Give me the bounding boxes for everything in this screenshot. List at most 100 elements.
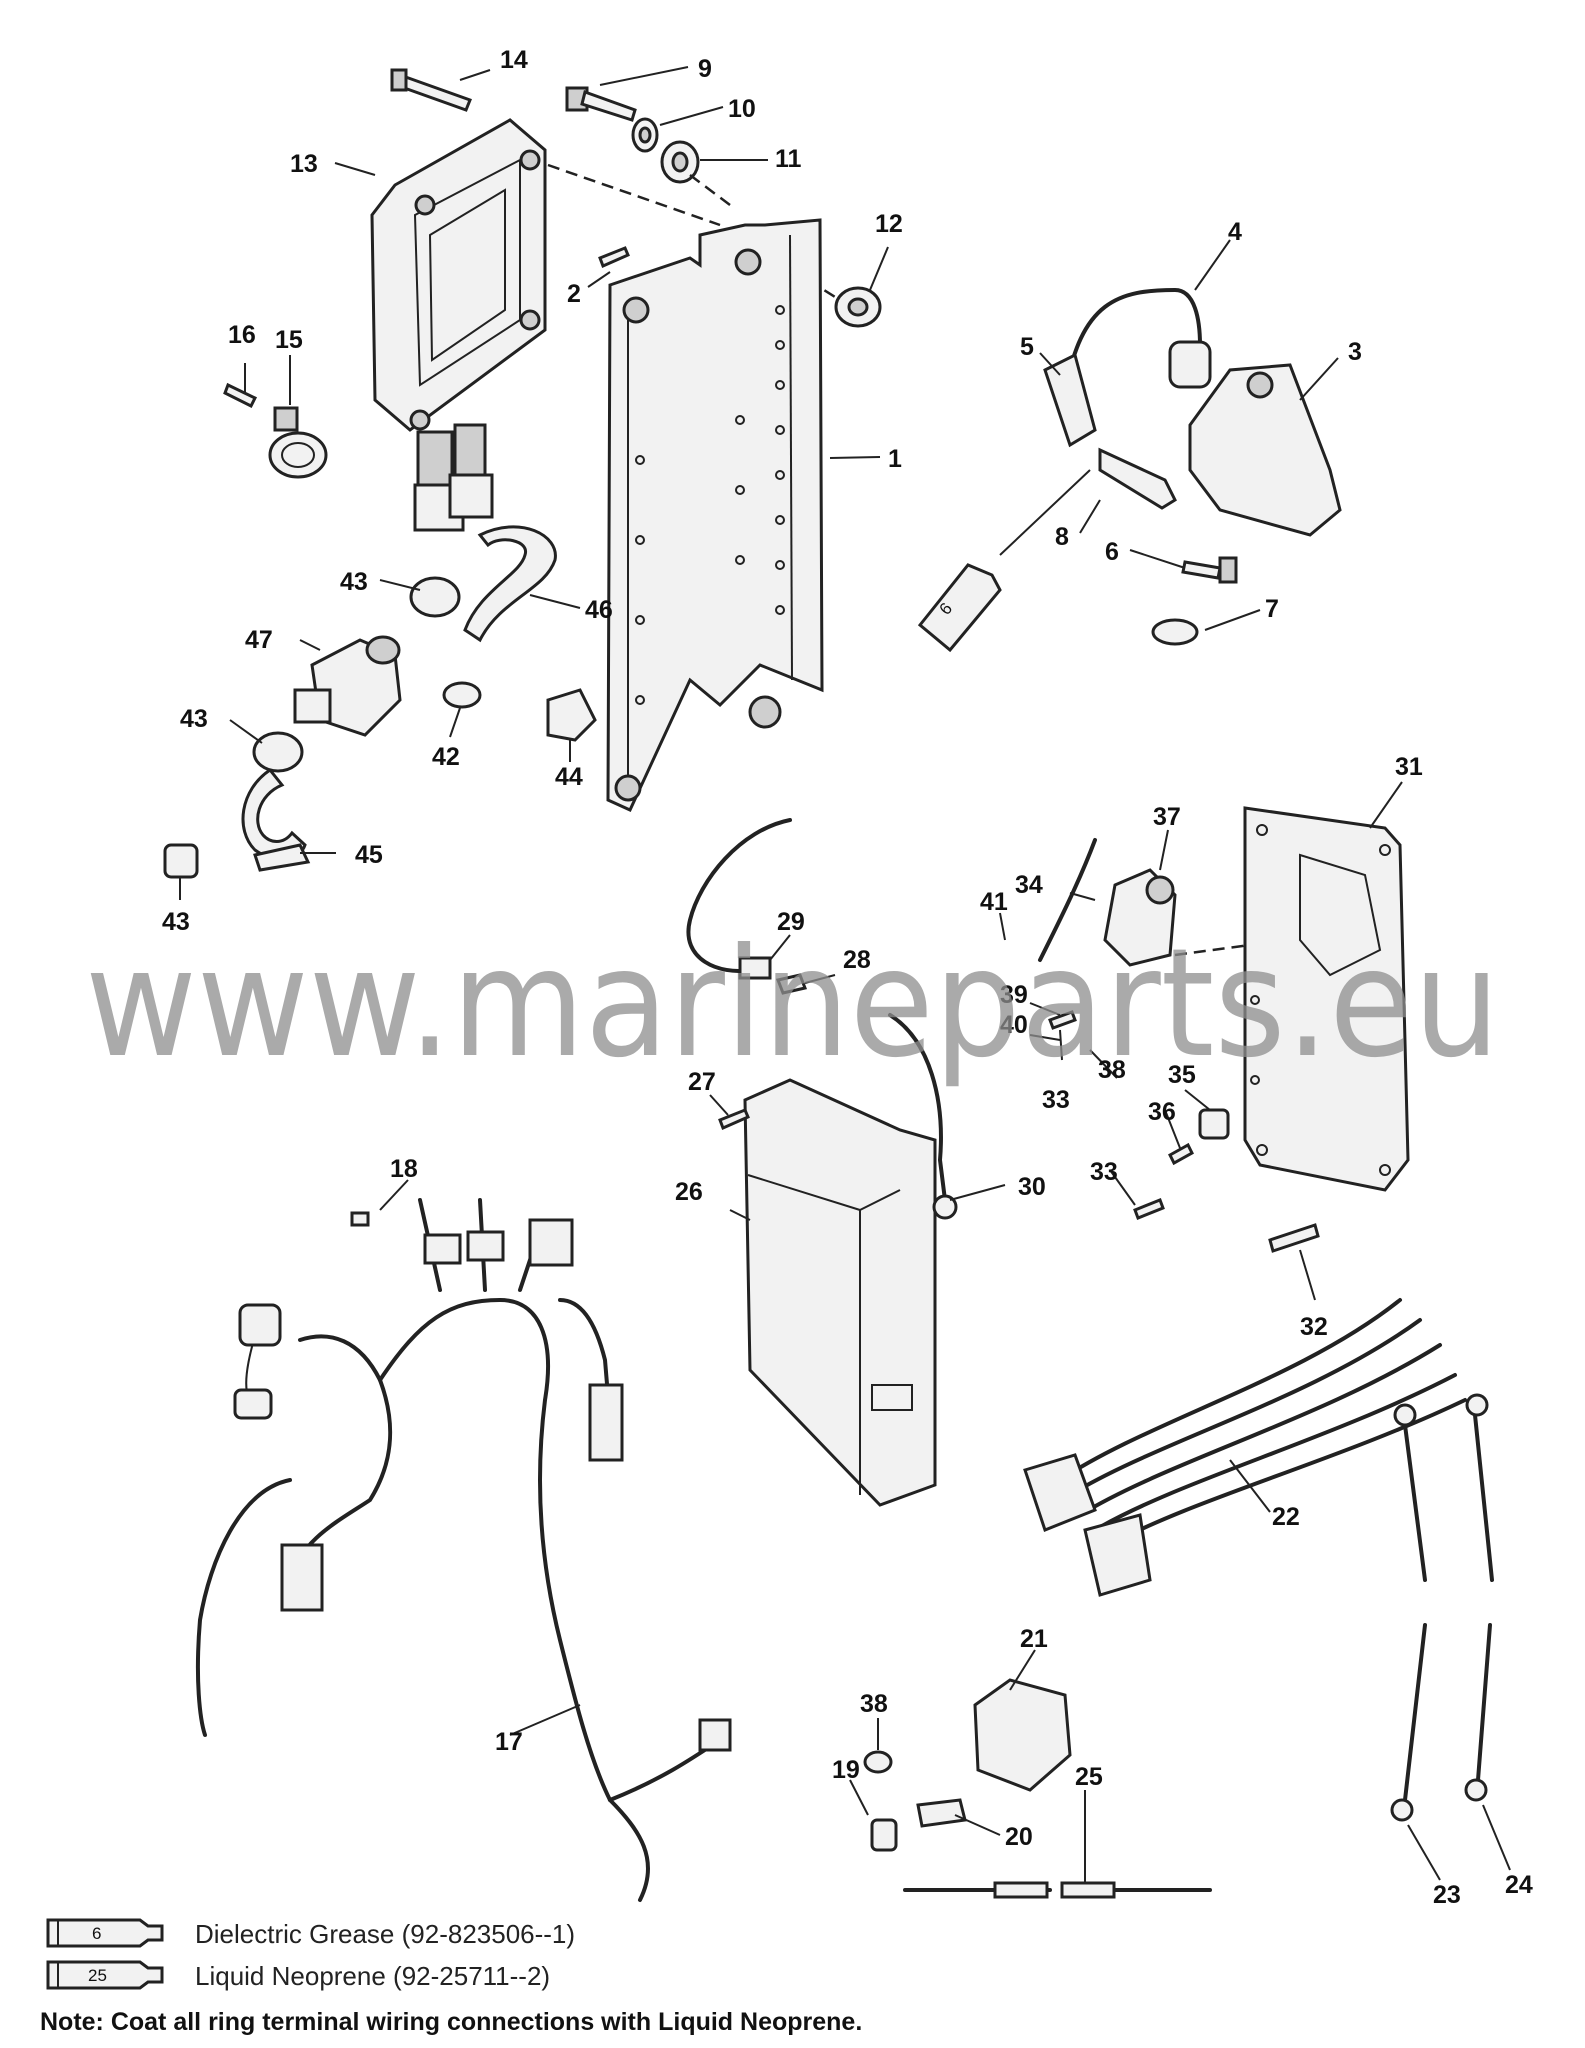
bracket-44 (546, 688, 597, 742)
callout-18: 18 (390, 1155, 418, 1183)
callout-10: 10 (728, 95, 756, 123)
callout-21: 21 (1020, 1625, 1048, 1653)
callout-16: 16 (228, 321, 256, 349)
callout-44: 44 (555, 763, 583, 791)
callout-39: 39 (1000, 981, 1028, 1009)
grommet-12 (834, 286, 882, 328)
callout-38-upper: 38 (1098, 1056, 1126, 1084)
callout-31: 31 (1395, 753, 1423, 781)
note: Note: Coat all ring terminal wiring conn… (40, 2008, 862, 2036)
lead-25 (903, 1881, 1212, 1899)
callout-3: 3 (1348, 338, 1362, 366)
watermark: www.marineparts.eu (85, 917, 1500, 1091)
callout-43-middle: 43 (180, 705, 208, 733)
callout-17: 17 (495, 1728, 523, 1756)
grease-tube-6: 6 (917, 563, 1002, 653)
wiring-harness-17 (195, 1198, 732, 1902)
battery-cable-23 (1390, 1403, 1427, 1822)
screw-36 (1168, 1142, 1194, 1166)
callout-1: 1 (888, 445, 902, 473)
callout-24: 24 (1505, 1871, 1533, 1899)
clip-7 (1151, 618, 1199, 646)
screw-33-lower (1133, 1198, 1165, 1220)
callout-7: 7 (1265, 595, 1279, 623)
callout-12: 12 (875, 210, 903, 238)
callout-6: 6 (1105, 538, 1119, 566)
svg-text:6: 6 (92, 1924, 101, 1943)
callout-29: 29 (777, 908, 805, 936)
callout-22: 22 (1272, 1503, 1300, 1531)
clamp-15 (268, 406, 328, 479)
nut-19 (870, 1818, 898, 1852)
callout-33-upper: 33 (1042, 1086, 1070, 1114)
callout-labels: 14 9 10 11 13 12 2 4 3 5 1 8 6 7 16 15 4… (162, 46, 1533, 1909)
bushing-11 (660, 140, 700, 184)
relay-21 (973, 1678, 1072, 1792)
electrical-box-26 (743, 1078, 937, 1507)
screw-27 (718, 1108, 750, 1131)
callout-28: 28 (843, 946, 871, 974)
battery-cable-24 (1464, 1393, 1494, 1802)
clip-28 (775, 973, 808, 995)
callout-8: 8 (1055, 523, 1069, 551)
hose-46 (463, 525, 557, 643)
callout-38-lower: 38 (860, 1690, 888, 1718)
callout-32: 32 (1300, 1313, 1328, 1341)
callout-37: 37 (1153, 803, 1181, 831)
callout-23: 23 (1433, 1881, 1461, 1909)
svg-text:25: 25 (88, 1966, 107, 1985)
legend-grease-text: Dielectric Grease (92-823506--1) (195, 1919, 575, 1949)
legend-neoprene-text: Liquid Neoprene (92-25711--2) (195, 1961, 550, 1991)
screw-16 (223, 382, 258, 409)
callout-11: 11 (775, 145, 802, 173)
lead-34 (1038, 838, 1097, 962)
connector-18 (350, 1211, 370, 1227)
callout-42: 42 (432, 743, 460, 771)
callout-43-lower: 43 (162, 908, 190, 936)
hose-clamp-43-upper (409, 576, 461, 618)
hose-clamp-43-lower (163, 843, 199, 879)
callout-30: 30 (1018, 1173, 1046, 1201)
callout-19: 19 (832, 1756, 860, 1784)
callout-4: 4 (1228, 218, 1242, 246)
thermostat-housing-47 (293, 635, 402, 737)
screw-14 (390, 68, 472, 112)
screw-6 (1181, 556, 1238, 584)
hose-clamp-42 (442, 681, 482, 709)
callout-2: 2 (567, 280, 581, 308)
callout-9: 9 (698, 55, 712, 83)
bolt-9 (565, 86, 637, 122)
callout-43-upper: 43 (340, 568, 368, 596)
callout-33-lower: 33 (1090, 1158, 1118, 1186)
ignition-module-13 (370, 118, 547, 532)
callout-15: 15 (275, 326, 303, 354)
solenoid-37 (1103, 868, 1177, 967)
lead-30 (888, 1013, 958, 1220)
screw-2 (598, 246, 630, 269)
callout-47: 47 (245, 626, 273, 654)
callout-13: 13 (290, 150, 318, 178)
legend-neoprene-tube-icon: 25 (46, 1960, 164, 1990)
callout-27: 27 (688, 1068, 716, 1096)
mounting-plate-31 (1243, 806, 1410, 1192)
boot-5 (1043, 352, 1097, 448)
lead-29 (686, 818, 792, 980)
fuse-holder-35 (1198, 1108, 1230, 1140)
callout-46: 46 (585, 596, 613, 624)
washer-10 (631, 117, 659, 153)
ignition-coil-3 (1188, 363, 1342, 537)
callout-41: 41 (980, 888, 1008, 916)
screw-33-upper (1048, 1010, 1077, 1030)
hose-clamp-43-middle (252, 731, 304, 773)
callout-20: 20 (1005, 1823, 1033, 1851)
hose-45 (241, 767, 311, 872)
callout-36: 36 (1148, 1098, 1176, 1126)
callout-34: 34 (1015, 871, 1043, 899)
fastener-38 (863, 1750, 893, 1774)
mounting-plate-1 (606, 218, 824, 812)
spark-plug-8 (999, 447, 1177, 556)
legend: 6 Dielectric Grease (92-823506--1) 25 Li… (40, 1918, 862, 2036)
callout-14: 14 (500, 46, 528, 74)
callout-25: 25 (1075, 1763, 1103, 1791)
